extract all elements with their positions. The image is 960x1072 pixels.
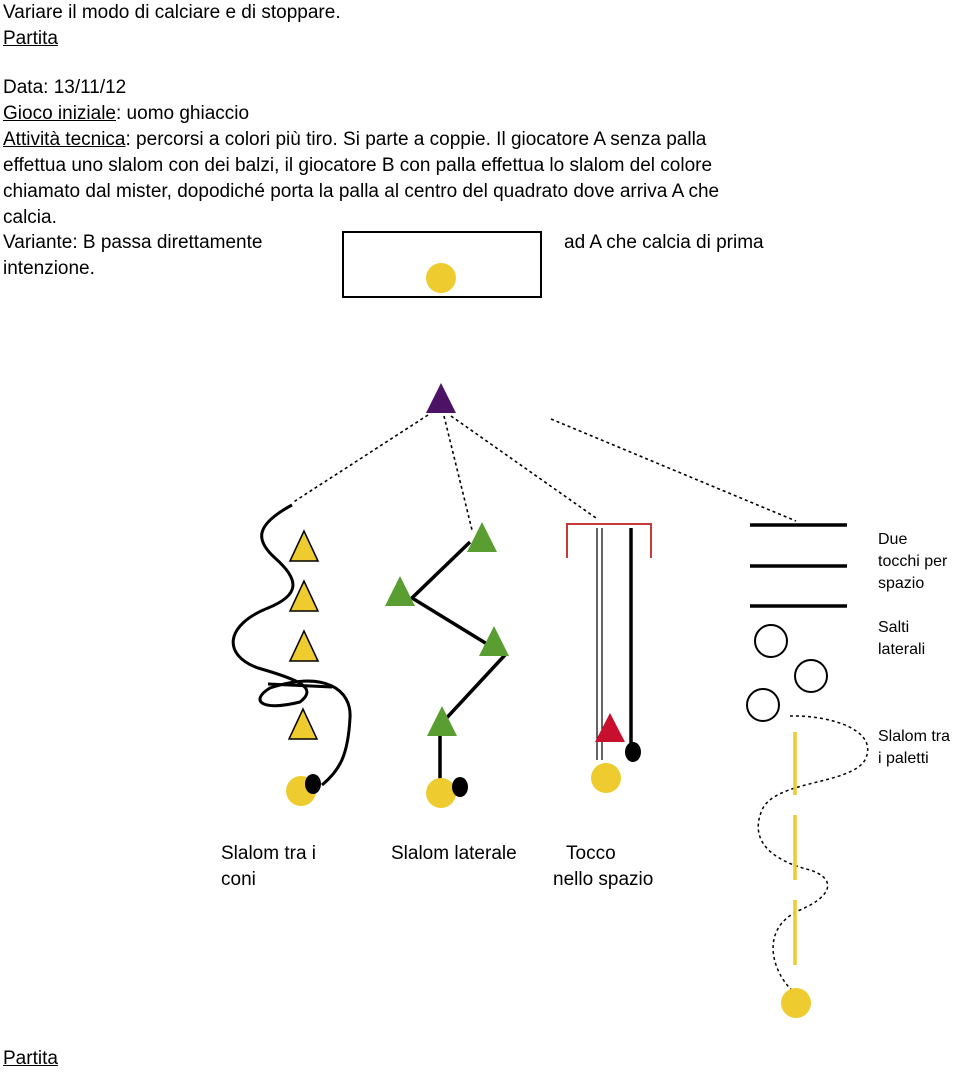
coach-marker: [426, 383, 456, 413]
ball-station-2: [426, 778, 456, 808]
label-due-3: spazio: [878, 575, 925, 592]
label-tocco-1: Tocco: [566, 843, 616, 864]
slalom-path: [231, 503, 352, 787]
label-salti-2: laterali: [878, 641, 926, 658]
attivita-line-4: calcia.: [3, 207, 57, 228]
cone: [288, 529, 320, 562]
attivita-line-3: chiamato dal mister, dopodiché porta la …: [3, 181, 720, 202]
session-date: Data: 13/11/12: [3, 77, 127, 98]
paletti-path: [757, 715, 869, 996]
player-station-2: [452, 777, 468, 797]
slalom-crossbar: [267, 682, 333, 689]
cone: [385, 576, 415, 606]
label-salti-1: Salti: [878, 619, 910, 636]
label-due-2: tocchi per: [878, 553, 948, 570]
variante-left: Variante: B passa direttamente: [3, 232, 263, 253]
attivita-line-2: effettua uno slalom con dei balzi, il gi…: [3, 155, 713, 176]
cone: [288, 629, 320, 662]
player-station-1: [305, 774, 321, 794]
cone: [427, 706, 457, 736]
ball-in-square: [426, 263, 456, 293]
label-due-1: Due: [878, 531, 908, 548]
label-paletti-1: Slalom tra: [878, 728, 951, 745]
goal-frame: [566, 523, 652, 558]
gioco-iniziale-label: Gioco iniziale: [3, 103, 116, 124]
jump-hoops: [746, 624, 828, 722]
variante-right: ad A che calcia di prima: [564, 232, 764, 253]
label-tocco-2: nello spazio: [553, 869, 654, 890]
space-lines: [750, 523, 847, 608]
cone: [479, 626, 509, 656]
variante-line-2: intenzione.: [3, 258, 95, 279]
cone: [467, 522, 497, 552]
ball-station-4: [781, 988, 811, 1018]
green-cones: [385, 522, 509, 736]
attivita-text-1: : percorsi a colori più tiro. Si parte a…: [125, 129, 707, 150]
hoop: [754, 624, 788, 658]
hoop: [746, 688, 780, 722]
label-slalom-laterale: Slalom laterale: [391, 843, 517, 864]
target-square: [342, 231, 542, 298]
lateral-path: [409, 540, 508, 790]
yellow-cones: [287, 529, 320, 740]
attivita-label: Attività tecnica: [3, 129, 126, 150]
gioco-iniziale: Gioco iniziale: uomo ghiaccio: [3, 101, 249, 127]
gioco-iniziale-value: : uomo ghiaccio: [116, 103, 250, 124]
intro-line: Variare il modo di calciare e di stoppar…: [3, 2, 341, 23]
player-station-3: [625, 742, 641, 762]
label-paletti-2: i paletti: [878, 750, 929, 767]
coach-call-lines: [291, 414, 797, 531]
hoop: [794, 659, 828, 693]
attivita-line-1: Attività tecnica: percorsi a colori più …: [3, 127, 706, 153]
ball-station-3: [591, 763, 621, 793]
cone: [288, 579, 320, 612]
partita-link-top[interactable]: Partita: [3, 28, 58, 49]
label-slalom-coni-2: coni: [221, 869, 256, 890]
cone: [287, 707, 319, 740]
red-cone: [595, 713, 625, 742]
label-slalom-coni-1: Slalom tra i: [221, 843, 317, 864]
partita-link-bottom[interactable]: Partita: [3, 1048, 58, 1069]
